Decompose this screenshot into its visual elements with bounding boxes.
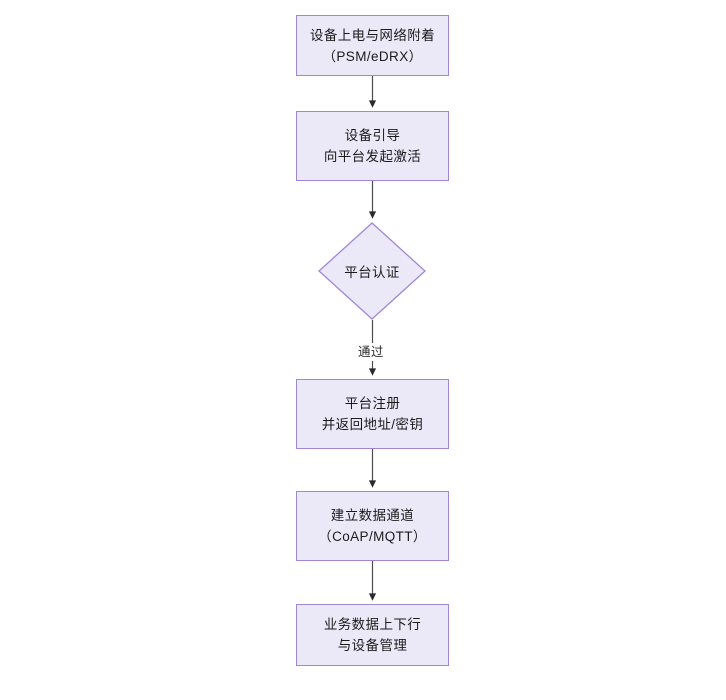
node-device-bootstrap[interactable]: 设备引导 向平台发起激活 bbox=[296, 111, 449, 181]
node-label-line-2: 向平台发起激活 bbox=[323, 149, 422, 164]
node-device-power-on[interactable]: 设备上电与网络附着 （PSM/eDRX） bbox=[296, 15, 449, 76]
node-business-data-and-device-management[interactable]: 业务数据上下行 与设备管理 bbox=[296, 604, 449, 666]
node-label-line-1: 平台注册 bbox=[344, 396, 401, 411]
node-establish-data-channel[interactable]: 建立数据通道 （CoAP/MQTT） bbox=[296, 491, 449, 561]
node-label-line-2: （CoAP/MQTT） bbox=[318, 529, 427, 544]
node-label-line-1: 平台认证 bbox=[344, 265, 400, 280]
node-label-line-1: 设备引导 bbox=[344, 128, 401, 143]
node-label-line-2: 并返回地址/密钥 bbox=[321, 417, 424, 432]
diamond-shape bbox=[318, 222, 426, 320]
node-label-line-2: （PSM/eDRX） bbox=[322, 48, 423, 64]
node-platform-registration[interactable]: 平台注册 并返回地址/密钥 bbox=[296, 379, 449, 449]
node-label-line-1: 设备上电与网络附着 bbox=[309, 27, 436, 43]
edge-label-pass: 通过 bbox=[355, 343, 387, 361]
node-label-line-1: 建立数据通道 bbox=[330, 508, 415, 523]
node-platform-authentication[interactable]: 平台认证 bbox=[318, 222, 426, 320]
node-label-line-2: 与设备管理 bbox=[337, 638, 408, 653]
node-label-line-1: 业务数据上下行 bbox=[323, 617, 422, 632]
